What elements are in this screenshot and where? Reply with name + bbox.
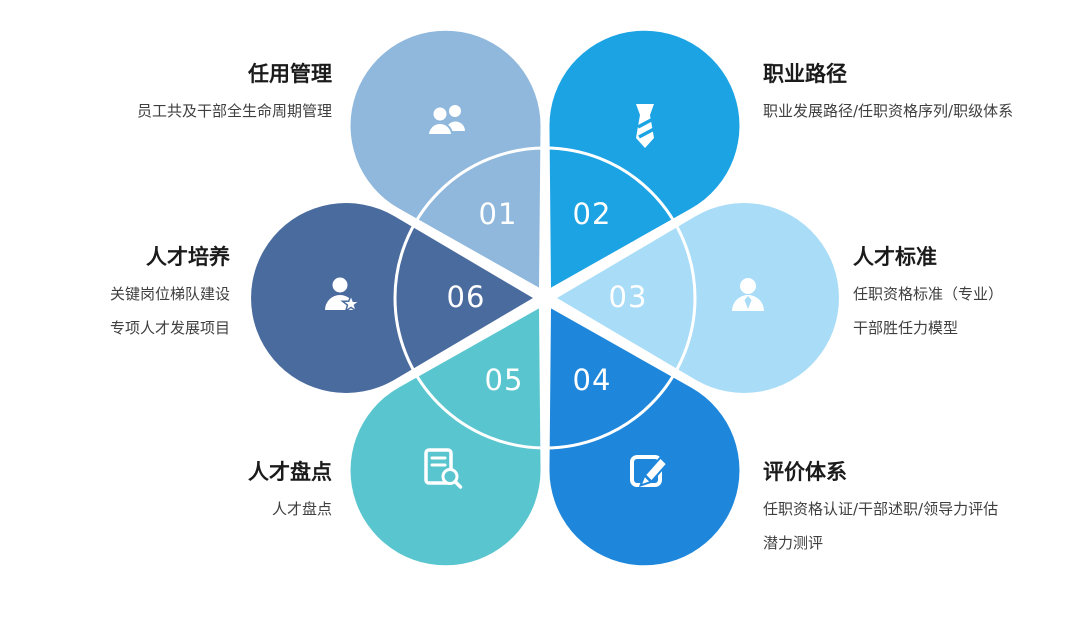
petal-career	[549, 30, 740, 288]
petal-number-01: 01	[478, 197, 518, 231]
label-career-title: 职业路径	[763, 62, 847, 86]
petal-number-06: 06	[446, 280, 486, 314]
label-evaluation: 评价体系 任职资格认证/干部述职/领导力评估 潜力测评	[763, 456, 998, 567]
label-standards-line: 干部胜任力模型	[853, 318, 959, 337]
tie-icon	[636, 104, 655, 148]
label-development-line: 关键岗位梯队建设	[109, 285, 230, 303]
label-development: 人才培养 关键岗位梯队建设 专项人才发展项目	[110, 241, 230, 352]
label-development-title: 人才培养	[146, 245, 230, 269]
label-review-line: 人才盘点	[271, 500, 332, 518]
center-ring-circle	[393, 146, 697, 450]
petal-number-03: 03	[608, 280, 648, 314]
label-evaluation-line: 潜力测评	[763, 533, 824, 552]
edit-icon	[630, 455, 669, 488]
user-icon	[732, 278, 764, 311]
users-icon	[426, 105, 465, 136]
label-review-title: 人才盘点	[248, 460, 332, 484]
label-appointment: 任用管理 员工共及干部全生命周期管理	[137, 58, 332, 136]
label-appointment-line: 员工共及干部全生命周期管理	[136, 102, 332, 120]
doc-search-icon	[424, 448, 463, 489]
petal-review	[350, 308, 541, 566]
petal-development	[251, 202, 533, 393]
label-appointment-title: 任用管理	[248, 62, 332, 86]
label-standards-title: 人才标准	[853, 245, 937, 269]
petal-appointment	[350, 30, 541, 288]
petal-evaluation	[549, 308, 740, 566]
petal-group	[251, 30, 839, 566]
label-evaluation-title: 评价体系	[763, 460, 847, 484]
label-career-line: 职业发展路径/任职资格序列/职级体系	[763, 102, 1014, 120]
label-evaluation-line: 任职资格认证/干部述职/领导力评估	[763, 500, 999, 518]
petal-standards	[557, 203, 839, 393]
label-development-line: 专项人才发展项目	[109, 318, 230, 337]
label-review: 人才盘点 人才盘点	[248, 456, 332, 534]
label-career: 职业路径 职业发展路径/任职资格序列/职级体系	[763, 58, 1013, 136]
petal-number-04: 04	[572, 363, 612, 397]
label-standards-line: 任职资格标准（专业）	[853, 285, 1004, 303]
petal-number-05: 05	[484, 363, 524, 397]
label-standards: 人才标准 任职资格标准（专业） 干部胜任力模型	[853, 241, 1003, 352]
petal-number-02: 02	[572, 197, 612, 231]
user-star-icon	[325, 277, 362, 313]
